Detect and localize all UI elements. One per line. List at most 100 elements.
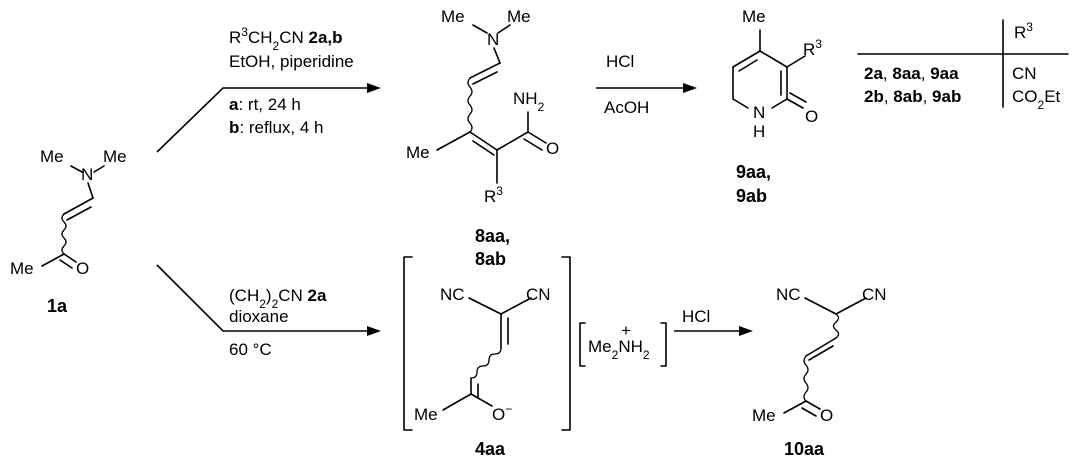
intermediate-4aa: NC CN Me O− 4aa: [403, 256, 571, 459]
compound-label: 1a: [47, 296, 68, 316]
bond: [469, 62, 501, 79]
nitrile-label: NC: [440, 285, 465, 304]
compound-10aa: NC CN Me O 10aa: [752, 285, 887, 459]
reagent-text: AcOH: [604, 98, 649, 117]
compound-8: Me Me N Me R3 NH2 O 8aa, 8ab: [406, 7, 559, 269]
double-bond-inner: [472, 71, 498, 85]
bond: [41, 253, 65, 267]
methyl-label: Me: [441, 7, 465, 26]
bond: [497, 24, 511, 34]
double-bond-inner: [472, 140, 495, 156]
wavy-bond: [803, 355, 809, 402]
dimethylammonium-counterion: Me2NH2 +: [579, 321, 667, 367]
ammonium-formula: Me2NH2: [588, 337, 650, 362]
bracket-right: [660, 322, 667, 367]
oxygen-atom-label: O: [805, 107, 818, 126]
double-bond-inner: [66, 206, 92, 221]
methyl-label: Me: [10, 259, 34, 278]
ring-bond: [759, 50, 788, 68]
methyl-label: Me: [414, 405, 438, 424]
arrow-line: [156, 87, 367, 153]
nitrile-label: NC: [776, 285, 801, 304]
amide-nh2-label: NH2: [513, 89, 545, 114]
bond: [63, 253, 77, 263]
bond: [496, 131, 529, 151]
double-bond-inner: [801, 407, 817, 417]
methyl-label: Me: [742, 7, 766, 26]
bond: [500, 297, 532, 315]
bond: [783, 400, 807, 414]
compound-1a: Me Me N Me O 1a: [10, 147, 127, 316]
reaction-arrow-top: R3CH2CN 2a,b EtOH, piperidine a: rt, 24 …: [156, 25, 381, 153]
nitrogen-atom-label: N: [487, 30, 499, 49]
bond: [527, 131, 547, 144]
compound-9: Me N H R3 O 9aa, 9ab: [732, 7, 822, 206]
r3-substituent-label: R3: [803, 37, 822, 59]
bracket-right: [561, 256, 571, 431]
oxygen-atom-label: O: [546, 139, 559, 158]
condition-b-text: b: reflux, 4 h: [229, 118, 324, 137]
methyl-label: Me: [406, 143, 430, 162]
arrow-head: [739, 326, 753, 336]
bond: [436, 131, 471, 151]
r3-substituent-label: R3: [484, 184, 503, 206]
double-bond-inner: [808, 345, 834, 361]
bond: [470, 393, 493, 407]
wavy-bond: [470, 347, 502, 379]
bond: [805, 337, 837, 357]
double-bond-inner: [59, 259, 73, 269]
bond: [835, 297, 867, 315]
wavy-bond: [61, 213, 67, 255]
solvent-text: EtOH, piperidine: [229, 52, 354, 71]
arrow-head: [367, 326, 381, 336]
methyl-label: Me: [507, 7, 531, 26]
bond: [442, 393, 472, 411]
compound-label: 8ab: [475, 249, 506, 269]
reaction-arrow-final: HCl: [674, 307, 753, 336]
nitrile-label: CN: [526, 285, 551, 304]
nitrogen-atom-label: N: [753, 103, 765, 122]
table-row-value: CO2Et: [1012, 87, 1061, 112]
arrow-line: [156, 264, 367, 332]
methyl-label: Me: [40, 147, 64, 166]
wavy-bond: [832, 313, 840, 339]
compound-label: 10aa: [784, 439, 825, 459]
oxygen-atom-label: O: [76, 259, 89, 278]
bond: [804, 297, 837, 315]
table-row-value: CN: [1012, 64, 1037, 83]
bond: [70, 165, 83, 173]
bond: [87, 182, 94, 199]
substituent-table: R3 2a, 8aa, 9aa CN 2b, 8ab, 9ab CO2Et: [857, 19, 1069, 112]
table-row-compounds: 2b, 8ab, 9ab: [864, 87, 961, 106]
arrow-head: [367, 83, 381, 93]
reagent-text: HCl: [606, 52, 634, 71]
bond: [786, 98, 804, 109]
bond: [469, 131, 498, 151]
bond: [93, 165, 105, 173]
nitrile-label: CN: [862, 285, 887, 304]
ring-bond: [732, 98, 749, 109]
double-bond-inner: [523, 138, 543, 151]
bond: [786, 55, 806, 68]
ring-bond: [732, 50, 761, 68]
oxygen-atom-label: O−: [492, 402, 512, 424]
bond: [63, 197, 94, 215]
reagent-text: HCl: [682, 307, 710, 326]
nitrogen-atom-label: N: [81, 165, 93, 184]
ring-double-bond-inner: [738, 59, 758, 72]
table-row-compounds: 2a, 8aa, 9aa: [864, 64, 959, 83]
arrow-head: [683, 83, 697, 93]
reaction-arrow-middle: HCl AcOH: [596, 52, 697, 117]
double-bond-inner: [789, 92, 807, 103]
bond: [805, 400, 821, 410]
condition-a-text: a: rt, 24 h: [229, 95, 301, 114]
temperature-text: 60 °C: [229, 340, 272, 359]
table-header: R3: [1014, 20, 1033, 42]
bond: [472, 24, 488, 34]
reagent-text: (CH2)2CN 2a: [229, 286, 327, 311]
hydrogen-atom-label: H: [753, 122, 765, 141]
bond: [468, 297, 502, 315]
bracket-left: [579, 322, 586, 367]
solvent-text: dioxane: [229, 307, 289, 326]
